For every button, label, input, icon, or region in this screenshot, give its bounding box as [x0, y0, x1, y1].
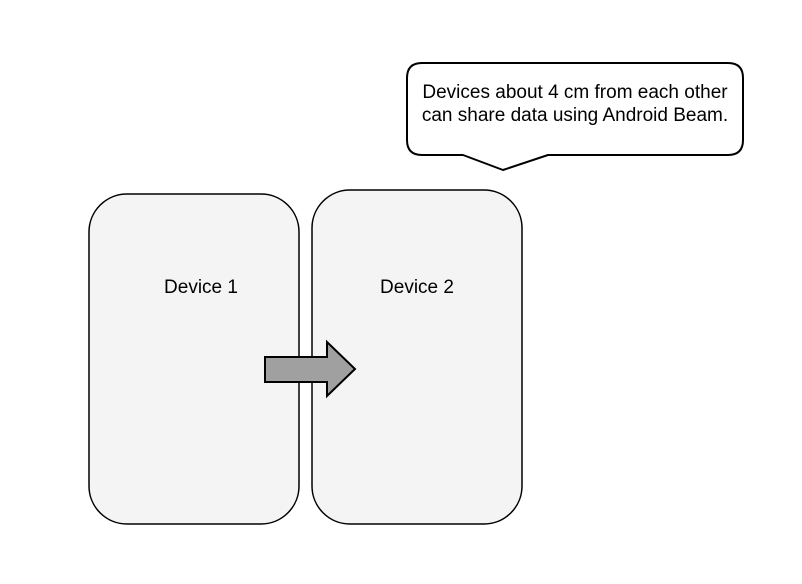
- callout-text-line2: can share data using Android Beam.: [421, 105, 729, 126]
- callout-text-line1: Devices about 4 cm from each other: [422, 82, 728, 103]
- device-1-label: Device 1: [164, 277, 238, 298]
- callout-text: Devices about 4 cm from each other can s…: [407, 63, 743, 155]
- right-arrow-icon: [264, 339, 357, 399]
- device-2-label: Device 2: [380, 277, 454, 298]
- speech-bubble: [406, 62, 744, 171]
